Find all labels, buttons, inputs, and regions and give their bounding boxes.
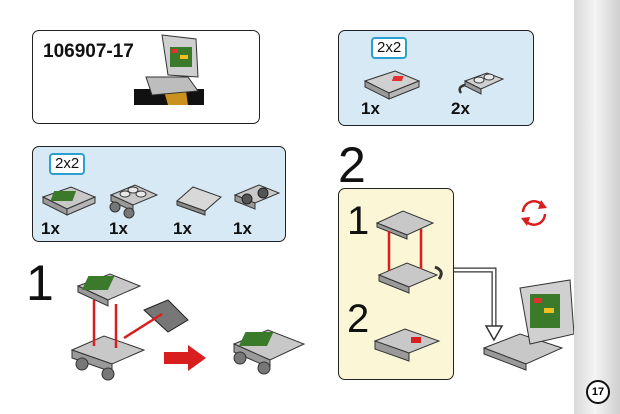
rotate-icon xyxy=(521,200,547,226)
page-sidebar xyxy=(574,0,620,414)
part-qty: 1x xyxy=(233,219,252,238)
parts-callout-left: 2x2 1x 1x 1x 1x xyxy=(32,146,286,242)
part-qty: 1x xyxy=(41,219,60,238)
step1-assembly-diagram xyxy=(70,273,189,381)
printed-tile-icon xyxy=(41,186,97,216)
step1-result-image xyxy=(232,329,306,375)
part-qty: 2x xyxy=(451,99,470,118)
subassembly-callout: 1 2 xyxy=(338,188,454,380)
substep2-diagram xyxy=(373,328,441,362)
finished-model-image xyxy=(134,34,204,105)
part-qty: 1x xyxy=(109,219,128,238)
substep1-diagram xyxy=(375,210,443,294)
clip-plate-icon xyxy=(233,184,281,210)
connector-arrow xyxy=(454,267,504,342)
step-number: 1 xyxy=(26,255,54,311)
part-qty: 1x xyxy=(361,99,380,118)
wheel-holder-plate-icon xyxy=(109,184,159,219)
printed-tile-icon xyxy=(363,70,421,100)
part-qty: 1x xyxy=(173,219,192,238)
size-tag: 2x2 xyxy=(49,153,86,175)
set-number: 106907-17 xyxy=(43,41,134,62)
result-arrow xyxy=(164,345,206,371)
size-tag: 2x2 xyxy=(371,37,408,59)
parts-callout-top: 2x2 1x 2x xyxy=(338,30,534,126)
page-number: 17 xyxy=(586,380,610,404)
step2-result-image xyxy=(482,279,575,371)
substep-number: 2 xyxy=(347,297,370,341)
slope-icon xyxy=(176,186,222,216)
substep-number: 1 xyxy=(347,199,370,243)
set-number-box: 106907-17 xyxy=(32,30,260,124)
step-number: 2 xyxy=(338,137,366,193)
clip-plate-icon xyxy=(458,72,505,95)
